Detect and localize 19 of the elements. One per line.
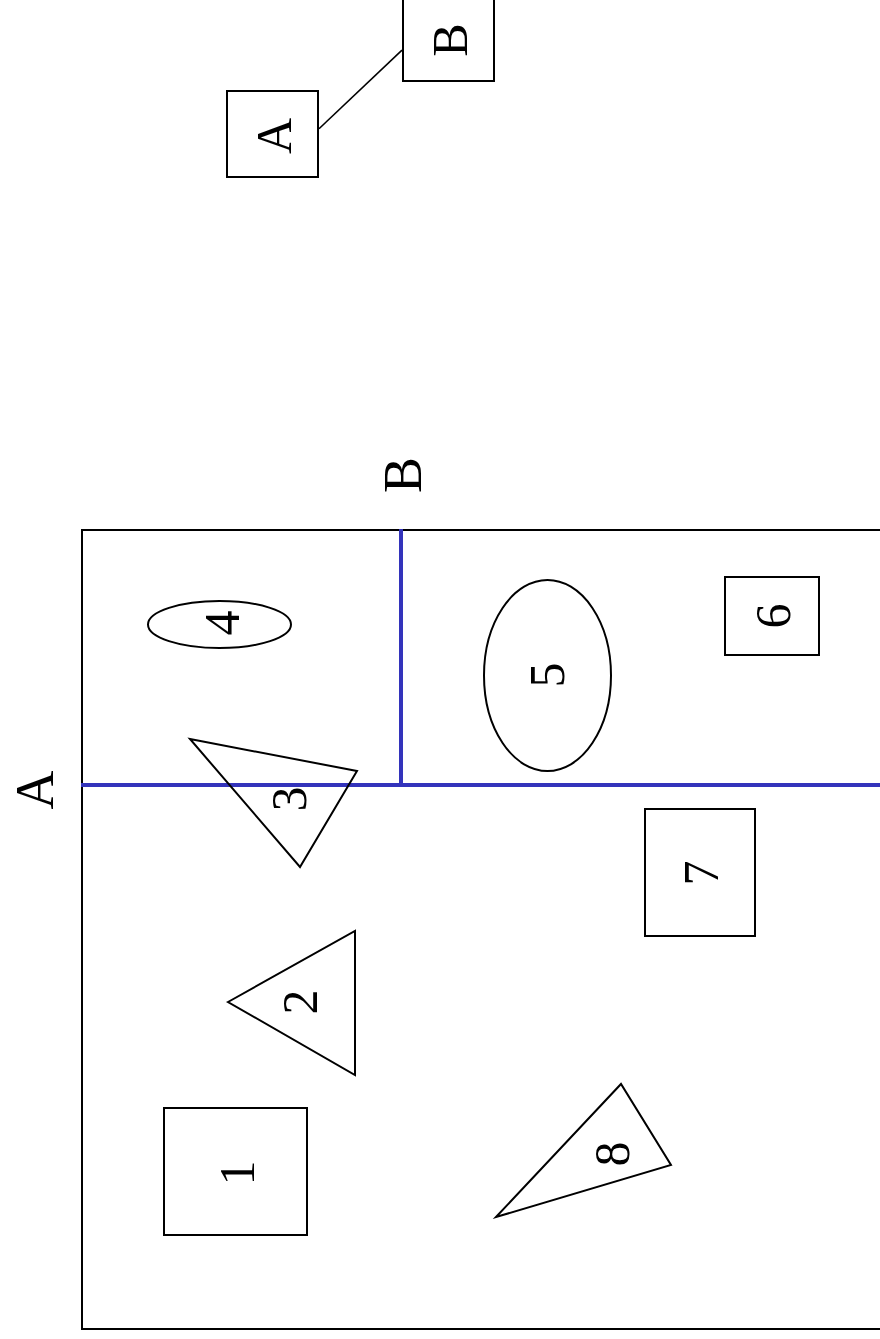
shape-label: 7 <box>676 860 726 886</box>
shape-label: 8 <box>587 1141 637 1167</box>
shape-label: 5 <box>522 662 572 688</box>
square-box <box>724 576 820 656</box>
shape-label: 2 <box>275 989 325 1015</box>
shape-label: A <box>249 117 299 155</box>
square-box <box>163 1107 308 1236</box>
shape-label: 6 <box>748 603 798 629</box>
axis-letter: B <box>376 457 430 493</box>
frame-box <box>81 529 880 1330</box>
shape-label: B <box>425 23 475 57</box>
square-box <box>226 90 319 178</box>
square-box <box>402 0 495 82</box>
shape-label: 4 <box>197 610 247 636</box>
connector-line <box>318 49 403 130</box>
shape-label: 1 <box>212 1160 262 1186</box>
shape-label: 3 <box>264 786 314 812</box>
axis-letter: A <box>8 770 62 810</box>
square-box <box>644 808 756 937</box>
